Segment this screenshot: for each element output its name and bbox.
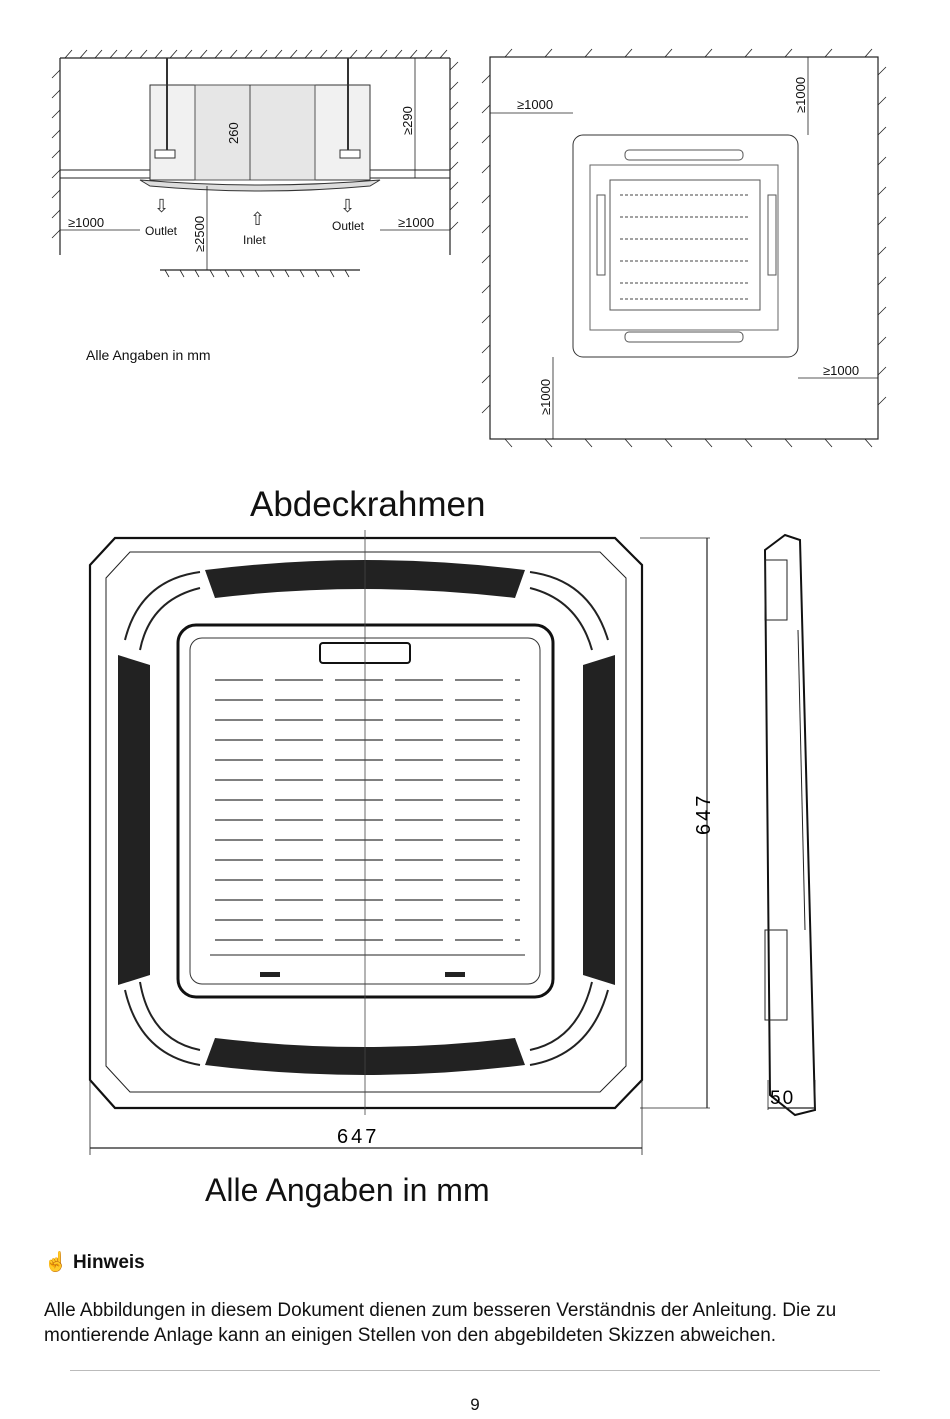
panel-diagram: 647 647 50 [88,530,817,1155]
side-view-caption: Alle Angaben in mm [86,347,211,363]
dim-left-clearance: ≥1000 [68,215,104,230]
panel-title: Abdeckrahmen [250,485,486,524]
dim-left-top: ≥1000 [517,97,553,112]
label-inlet: Inlet [243,233,266,247]
pointing-hand-icon: ☝ [44,1252,68,1273]
note-heading: ☝ Hinweis [44,1250,145,1274]
dim-right-clearance: ≥1000 [398,215,434,230]
svg-text:⇧: ⇧ [250,209,265,229]
label-outlet-left: Outlet [145,224,178,238]
panel-caption: Alle Angaben in mm [205,1172,490,1208]
dim-height: 647 [693,793,715,835]
dim-width: 647 [337,1126,379,1148]
dim-height-unit: 260 [226,122,241,144]
svg-text:⇩: ⇩ [340,196,355,216]
dim-bottom-left: ≥1000 [538,379,553,415]
top-view-diagram: ≥1000 ≥1000 ≥1000 ≥1000 [465,45,905,453]
dim-height-ceiling: ≥290 [400,106,415,135]
note-title: Hinweis [72,1252,145,1273]
footer-divider [70,1370,880,1371]
dim-depth: 50 [770,1088,795,1109]
dim-floor-clearance: ≥2500 [192,216,207,252]
side-view-diagram: ⇩ ⇩ ⇧ ≥1000 ≥1000 Outlet Outlet Inlet ≥2… [51,49,459,278]
page-number: 9 [470,1395,480,1414]
note-body: Alle Abbildungen in diesem Dokument dien… [44,1300,837,1346]
dim-top-right: ≥1000 [793,77,808,113]
dim-right-bottom: ≥1000 [823,363,859,378]
label-outlet-right: Outlet [332,219,365,233]
svg-text:⇩: ⇩ [154,196,169,216]
